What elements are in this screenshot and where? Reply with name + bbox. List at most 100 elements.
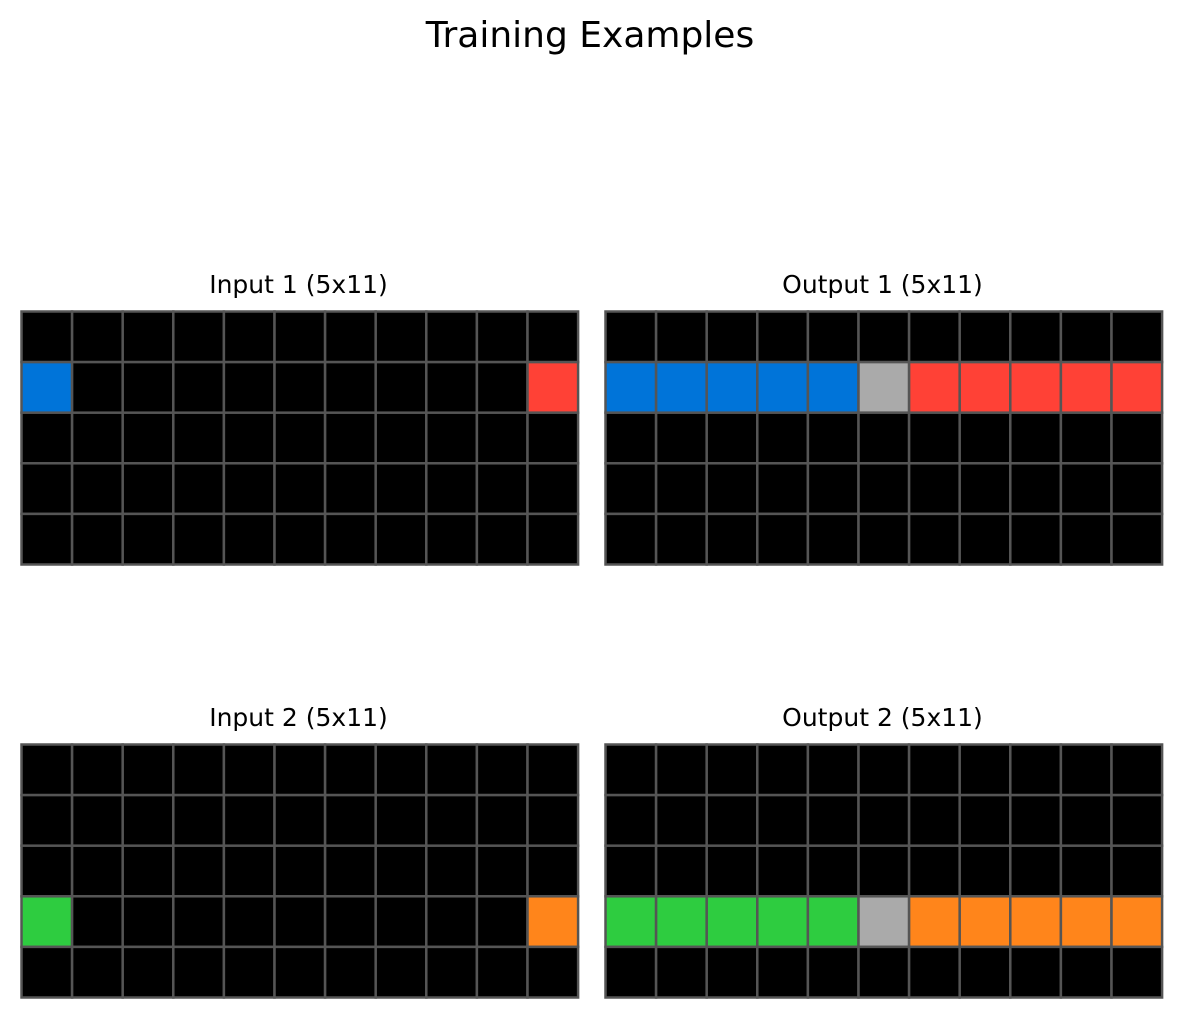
grid-cell [323,310,377,364]
grid-cell [425,411,479,465]
output-2-panel: Output 2 (5x11) [604,703,1164,999]
grid-cell [172,512,226,566]
grid-cell [222,895,276,949]
grid-cell [958,844,1012,898]
grid-cell [425,743,479,797]
grid-cell [907,945,961,999]
grid-cell [172,411,226,465]
grid-cell [1059,462,1113,516]
grid-cell [756,793,810,847]
grid-cell [323,743,377,797]
grid-cell [121,462,175,516]
grid-cell [374,743,428,797]
grid-cell [374,411,428,465]
grid-cell [273,512,327,566]
grid-cell [323,462,377,516]
grid-cell [857,462,911,516]
grid-cell [222,793,276,847]
grid-cell [1059,411,1113,465]
grid-cell [1009,844,1063,898]
grid-cell [654,945,708,999]
grid-cell [1110,844,1164,898]
grid-cell [20,895,74,949]
grid-cell [323,895,377,949]
grid-cell [958,462,1012,516]
grid-cell [475,360,529,414]
grid-cell [172,360,226,414]
grid-cell [705,743,759,797]
grid-cell [654,895,708,949]
grid-cell [857,743,911,797]
grid-cell [475,793,529,847]
grid-cell [323,844,377,898]
grid-cell [121,945,175,999]
grid-cell [323,512,377,566]
grid-cell [1110,462,1164,516]
grid-cell [425,360,479,414]
grid-cell [273,411,327,465]
grid-cell [705,462,759,516]
grid-cell [20,844,74,898]
grid-cell [604,743,658,797]
grid-cell [1110,360,1164,414]
grid-cell [1009,360,1063,414]
grid-cell [323,945,377,999]
grid-cell [475,512,529,566]
input-1-title: Input 1 (5x11) [209,270,388,299]
grid-cell [121,512,175,566]
grid-cell [222,512,276,566]
grid-cell [425,310,479,364]
grid-cell [806,743,860,797]
grid-cell [705,844,759,898]
grid-cell [654,743,708,797]
grid-cell [172,895,226,949]
grid-cell [1059,945,1113,999]
grid-cell [604,512,658,566]
grid-cell [654,411,708,465]
grid-cell [705,793,759,847]
output-1-panel: Output 1 (5x11) [604,270,1164,566]
grid-cell [756,310,810,364]
grid-cell [907,360,961,414]
grid-cell [374,512,428,566]
grid-cell [374,462,428,516]
grid-cell [172,793,226,847]
grid-cell [70,310,124,364]
grid-cell [374,895,428,949]
grid-cell [70,945,124,999]
grid-cell [20,743,74,797]
grid-cell [425,895,479,949]
grid-cell [1009,895,1063,949]
grid-cell [857,411,911,465]
grid-cell [1059,360,1113,414]
grid-cell [756,512,810,566]
grid-cell [907,844,961,898]
grid-cell [958,512,1012,566]
grid-cell [654,793,708,847]
grid-cell [121,793,175,847]
grid-cell [604,360,658,414]
grid-cell [857,512,911,566]
grid-cell [425,945,479,999]
grid-cell [526,411,580,465]
grid-cell [374,793,428,847]
grid-cell [273,462,327,516]
grid-cell [907,793,961,847]
grid-cell [425,844,479,898]
grid-cell [526,512,580,566]
output-1-title: Output 1 (5x11) [782,270,983,299]
grid-cell [604,310,658,364]
grid-cell [526,945,580,999]
input-1-grid [20,310,580,566]
grid-cell [958,793,1012,847]
grid-cell [756,411,810,465]
grid-cell [273,793,327,847]
grid-cell [374,945,428,999]
grid-cell [475,895,529,949]
grid-cell [604,411,658,465]
grid-cell [70,462,124,516]
grid-cell [604,844,658,898]
grid-cell [857,793,911,847]
grid-cell [526,743,580,797]
grid-cell [475,844,529,898]
